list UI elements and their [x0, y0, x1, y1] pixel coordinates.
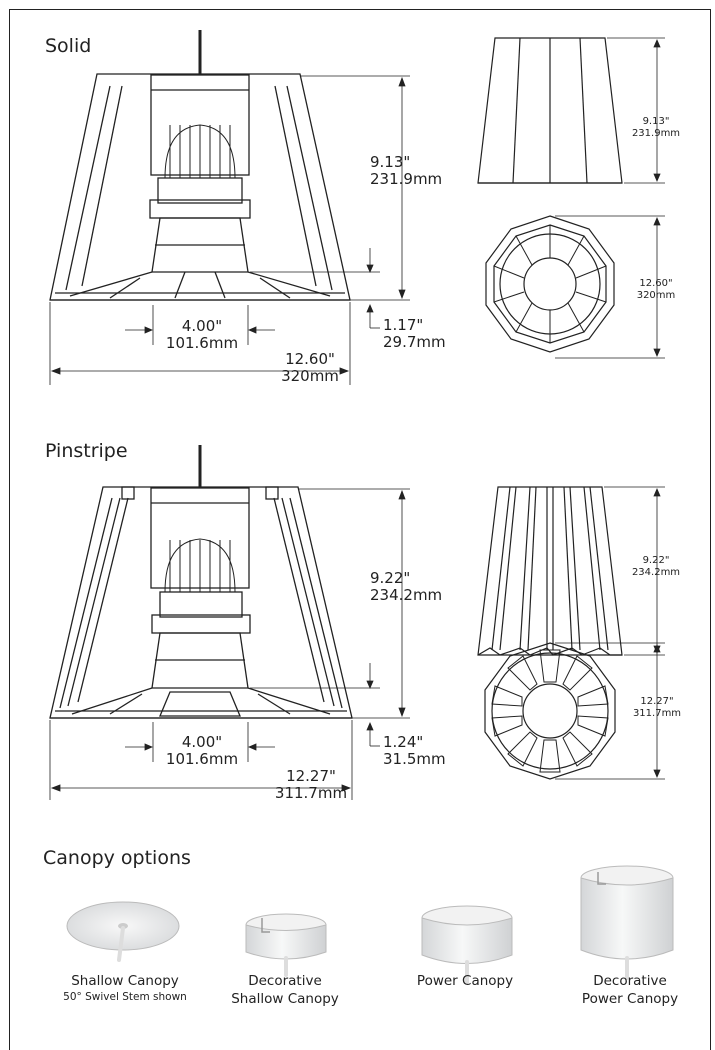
solid-height-mm: 231.9mm — [370, 170, 443, 189]
canopy-item-note: 50° Swivel Stem shown — [63, 991, 187, 1004]
solid-diameter-mm: 320mm — [281, 367, 339, 386]
shallow-canopy-icon — [66, 901, 180, 962]
power-canopy-icon — [421, 905, 513, 984]
solid-base-mm: 29.7mm — [383, 333, 446, 352]
pinstripe-height-mm: 234.2mm — [370, 586, 443, 605]
pinstripe-height-label: 9.22" 234.2mm — [370, 569, 443, 605]
pinstripe-base-in: 1.24" — [383, 733, 424, 751]
pinstripe-diameter-in: 12.27" — [286, 767, 336, 785]
solid-dimension-lines — [49, 75, 410, 385]
solid-side-height-mm: 231.9mm — [631, 127, 681, 139]
pinstripe-base-mm: 31.5mm — [383, 750, 446, 769]
solid-side-dimension — [607, 37, 665, 184]
canopy-item-label-2: Power Canopy — [581, 991, 679, 1008]
canopy-item-label-2: Shallow Canopy — [231, 991, 339, 1008]
solid-top-diameter-mm: 320mm — [636, 289, 676, 301]
solid-side-height-label: 9.13" 231.9mm — [630, 116, 682, 139]
solid-height-label: 9.13" 231.9mm — [370, 153, 443, 189]
pinstripe-stem-mm: 101.6mm — [165, 750, 239, 769]
pinstripe-side-height-label: 9.22" 234.2mm — [630, 555, 682, 578]
pinstripe-stem-label: 4.00" 101.6mm — [160, 733, 244, 769]
pinstripe-side-view — [477, 486, 623, 656]
pinstripe-base-label: 1.24" 31.5mm — [383, 733, 446, 769]
solid-diameter-in: 12.60" — [285, 350, 335, 368]
canopy-item-power: Power Canopy — [395, 972, 535, 990]
solid-top-diameter-label: 12.60" 320mm — [628, 278, 684, 301]
canopy-item-shallow: Shallow Canopy 50° Swivel Stem shown — [50, 972, 200, 1004]
pinstripe-top-view — [484, 642, 616, 780]
pinstripe-stem-in: 4.00" — [181, 733, 223, 751]
section-title-pinstripe: Pinstripe — [45, 440, 128, 462]
canopy-item-label: Decorative — [248, 973, 322, 989]
pinstripe-side-height-mm: 234.2mm — [631, 566, 681, 578]
canopy-item-label: Decorative — [593, 973, 667, 989]
section-title-solid: Solid — [45, 35, 92, 57]
solid-stem-mm: 101.6mm — [165, 334, 239, 353]
solid-height-in: 9.13" — [370, 153, 411, 171]
canopy-heading: Canopy options — [43, 847, 191, 869]
solid-top-diameter-in: 12.60" — [639, 278, 673, 289]
pinstripe-side-dimension — [604, 486, 665, 656]
solid-base-label: 1.17" 29.7mm — [383, 316, 446, 352]
pinstripe-top-diameter-mm: 311.7mm — [632, 707, 682, 719]
pinstripe-height-in: 9.22" — [370, 569, 411, 587]
solid-diameter-label: 12.60" 320mm — [270, 350, 350, 386]
canopy-item-label: Power Canopy — [416, 973, 514, 989]
solid-stem-label: 4.00" 101.6mm — [160, 317, 244, 353]
pinstripe-front-view — [49, 445, 353, 719]
solid-side-height-in: 9.13" — [642, 116, 670, 127]
pinstripe-top-diameter-in: 12.27" — [640, 696, 674, 707]
pinstripe-top-dimension — [555, 642, 665, 780]
solid-top-view — [485, 215, 615, 353]
solid-side-view — [477, 37, 623, 184]
decorative-shallow-canopy-icon — [245, 913, 327, 977]
decorative-power-canopy-icon — [580, 865, 674, 980]
solid-stem-in: 4.00" — [181, 317, 223, 335]
pinstripe-side-height-in: 9.22" — [642, 555, 670, 566]
canopy-item-decorative-shallow: Decorative Shallow Canopy — [215, 972, 355, 1008]
solid-front-view — [49, 30, 351, 301]
canopy-item-label: Shallow Canopy — [71, 973, 179, 989]
page-frame — [9, 9, 711, 1050]
solid-base-in: 1.17" — [383, 316, 424, 334]
solid-top-dimension — [555, 215, 665, 359]
pinstripe-diameter-mm: 311.7mm — [274, 784, 348, 803]
pinstripe-dimension-lines — [49, 488, 410, 800]
canopy-item-decorative-power: Decorative Power Canopy — [565, 972, 695, 1008]
pinstripe-top-diameter-label: 12.27" 311.7mm — [628, 696, 686, 719]
pinstripe-diameter-label: 12.27" 311.7mm — [266, 767, 356, 803]
